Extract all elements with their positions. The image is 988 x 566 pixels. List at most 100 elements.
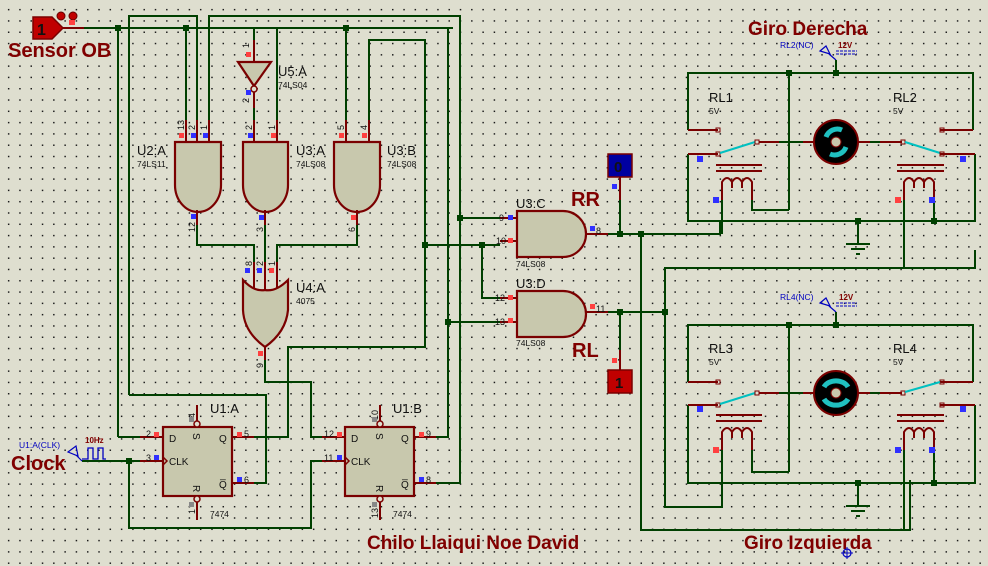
svg-text:3: 3 <box>255 227 265 232</box>
and-gate-u3b[interactable]: 5 4 6 U3:B 74LS08 <box>332 120 417 232</box>
svg-text:9: 9 <box>499 213 504 223</box>
probe-rr-value: 0 <box>614 159 622 176</box>
giro-derecha-label: Giro Derecha <box>748 19 868 40</box>
u3d-part: 74LS08 <box>516 338 546 348</box>
and-gate-u2a[interactable]: 13 2 1 12 U2:A 74LS11 <box>137 120 223 232</box>
logic-probe-rl: 1 <box>607 350 633 394</box>
u1a-part: 7474 <box>210 509 229 519</box>
svg-text:13: 13 <box>176 120 186 130</box>
wires-logic <box>82 15 976 531</box>
svg-text:2: 2 <box>241 98 251 103</box>
svg-text:13: 13 <box>370 508 380 518</box>
and-gate-u3a[interactable]: 2 1 3 U3:A 74LS08 <box>241 120 326 232</box>
u3b-part: 74LS08 <box>387 159 417 169</box>
svg-text:D: D <box>169 434 176 445</box>
clock-generator[interactable]: U1:A(CLK) 10Hz <box>19 436 106 462</box>
svg-text:12: 12 <box>495 293 505 303</box>
svg-text:8: 8 <box>244 261 254 266</box>
u3b-ref: U3:B <box>387 143 416 158</box>
supply-rl2-voltage: 12V <box>838 41 853 50</box>
svg-text:1: 1 <box>267 261 277 266</box>
svg-text:10: 10 <box>370 410 380 420</box>
or-gate-u4a[interactable]: 8 2 1 9 U4:A 4075 <box>241 261 325 368</box>
rl4-value: 5V <box>893 357 904 367</box>
svg-text:R: R <box>373 485 384 492</box>
svg-text:9: 9 <box>426 429 431 439</box>
svg-text:Q̅: Q̅ <box>401 479 409 491</box>
u4a-ref: U4:A <box>296 280 325 295</box>
supply-rl4-voltage: 12V <box>839 293 854 302</box>
relay-circuit-derecha: Giro Derecha RL2(NC) 12V <box>687 19 976 268</box>
u3a-ref: U3:A <box>296 143 325 158</box>
svg-text:CLK: CLK <box>351 457 371 468</box>
rl1-ref: RL1 <box>709 90 733 105</box>
clock-label: Clock <box>11 453 66 475</box>
svg-text:8: 8 <box>426 475 431 485</box>
rl2-ref: RL2 <box>893 90 917 105</box>
u3a-part: 74LS08 <box>296 159 326 169</box>
svg-text:3: 3 <box>146 453 151 463</box>
u5a-part: 74LS04 <box>278 80 308 90</box>
rl1-value: 5V <box>709 106 720 116</box>
svg-text:S: S <box>190 433 201 440</box>
author-title: Chilo Llaiqui Noe David <box>367 533 579 554</box>
and-gate-u3c[interactable]: 9 10 8 U3:C 74LS08 <box>496 196 608 269</box>
svg-text:13: 13 <box>495 317 505 327</box>
square-wave-icon <box>82 447 106 460</box>
sensor-state: 1 <box>37 22 46 39</box>
clock-frequency: 10Hz <box>85 436 104 445</box>
sensor-label: Sensor OB <box>8 40 111 62</box>
crosshair-cursor-icon <box>841 547 853 559</box>
rl4-ref: RL4 <box>893 341 917 356</box>
clock-gen-name: U1:A(CLK) <box>19 440 60 450</box>
svg-text:2: 2 <box>244 125 254 130</box>
motor-icon-izquierda <box>813 370 859 416</box>
rl3-ref: RL3 <box>709 341 733 356</box>
svg-text:2: 2 <box>255 261 265 266</box>
giro-izquierda-label: Giro Izquierda <box>744 533 872 554</box>
svg-text:D: D <box>351 434 358 445</box>
u3c-ref: U3:C <box>516 196 546 211</box>
svg-text:4: 4 <box>359 125 369 130</box>
and-gate-u3d[interactable]: 12 13 11 U3:D 74LS08 <box>495 276 608 348</box>
rl-label: RL <box>572 340 599 362</box>
svg-text:2: 2 <box>146 429 151 439</box>
svg-text:6: 6 <box>244 475 249 485</box>
u3c-part: 74LS08 <box>516 259 546 269</box>
supply-rl2-name: RL2(NC) <box>780 40 814 50</box>
logic-probe-rr: 0 <box>607 153 633 200</box>
svg-text:S: S <box>373 433 384 440</box>
svg-text:4: 4 <box>187 413 197 418</box>
toggle-down-icon[interactable] <box>68 11 78 21</box>
svg-text:2: 2 <box>187 125 197 130</box>
svg-text:6: 6 <box>347 227 357 232</box>
u2a-part: 74LS11 <box>137 159 166 169</box>
svg-text:10: 10 <box>496 236 506 246</box>
flip-flop-u1a[interactable]: D CLK Q Q̅ S R 2 3 5 6 4 1 U1:A 7474 <box>140 401 254 520</box>
svg-text:5: 5 <box>336 125 346 130</box>
svg-text:1: 1 <box>199 125 209 130</box>
svg-text:11: 11 <box>324 453 333 463</box>
flip-flop-u1b[interactable]: D CLK Q Q̅ S R 12 11 9 8 10 13 U1:B 7474 <box>322 401 436 520</box>
svg-text:12: 12 <box>324 429 334 439</box>
u3d-ref: U3:D <box>516 276 546 291</box>
motor-icon-derecha <box>813 119 859 165</box>
svg-text:Q: Q <box>401 434 409 445</box>
u1b-part: 7474 <box>393 509 412 519</box>
sensor-input-terminal[interactable]: 1 <box>32 11 84 40</box>
u5a-ref: U5:A <box>278 64 307 79</box>
toggle-up-icon[interactable] <box>56 11 66 21</box>
u2a-ref: U2:A <box>137 143 166 158</box>
svg-text:1: 1 <box>267 125 277 130</box>
svg-text:R: R <box>190 485 201 492</box>
svg-text:Q̅: Q̅ <box>219 479 227 491</box>
relay-circuit-izquierda: RL4(NC) 12V <box>687 292 976 559</box>
junctions <box>115 25 668 464</box>
svg-text:5: 5 <box>244 429 249 439</box>
probe-rl-value: 1 <box>615 375 623 392</box>
svg-text:1: 1 <box>187 509 197 514</box>
u4a-part: 4075 <box>296 296 315 306</box>
inverter-u5a[interactable]: 1 2 U5:A 74LS04 <box>235 40 308 120</box>
supply-rl4-name: RL4(NC) <box>780 292 814 302</box>
